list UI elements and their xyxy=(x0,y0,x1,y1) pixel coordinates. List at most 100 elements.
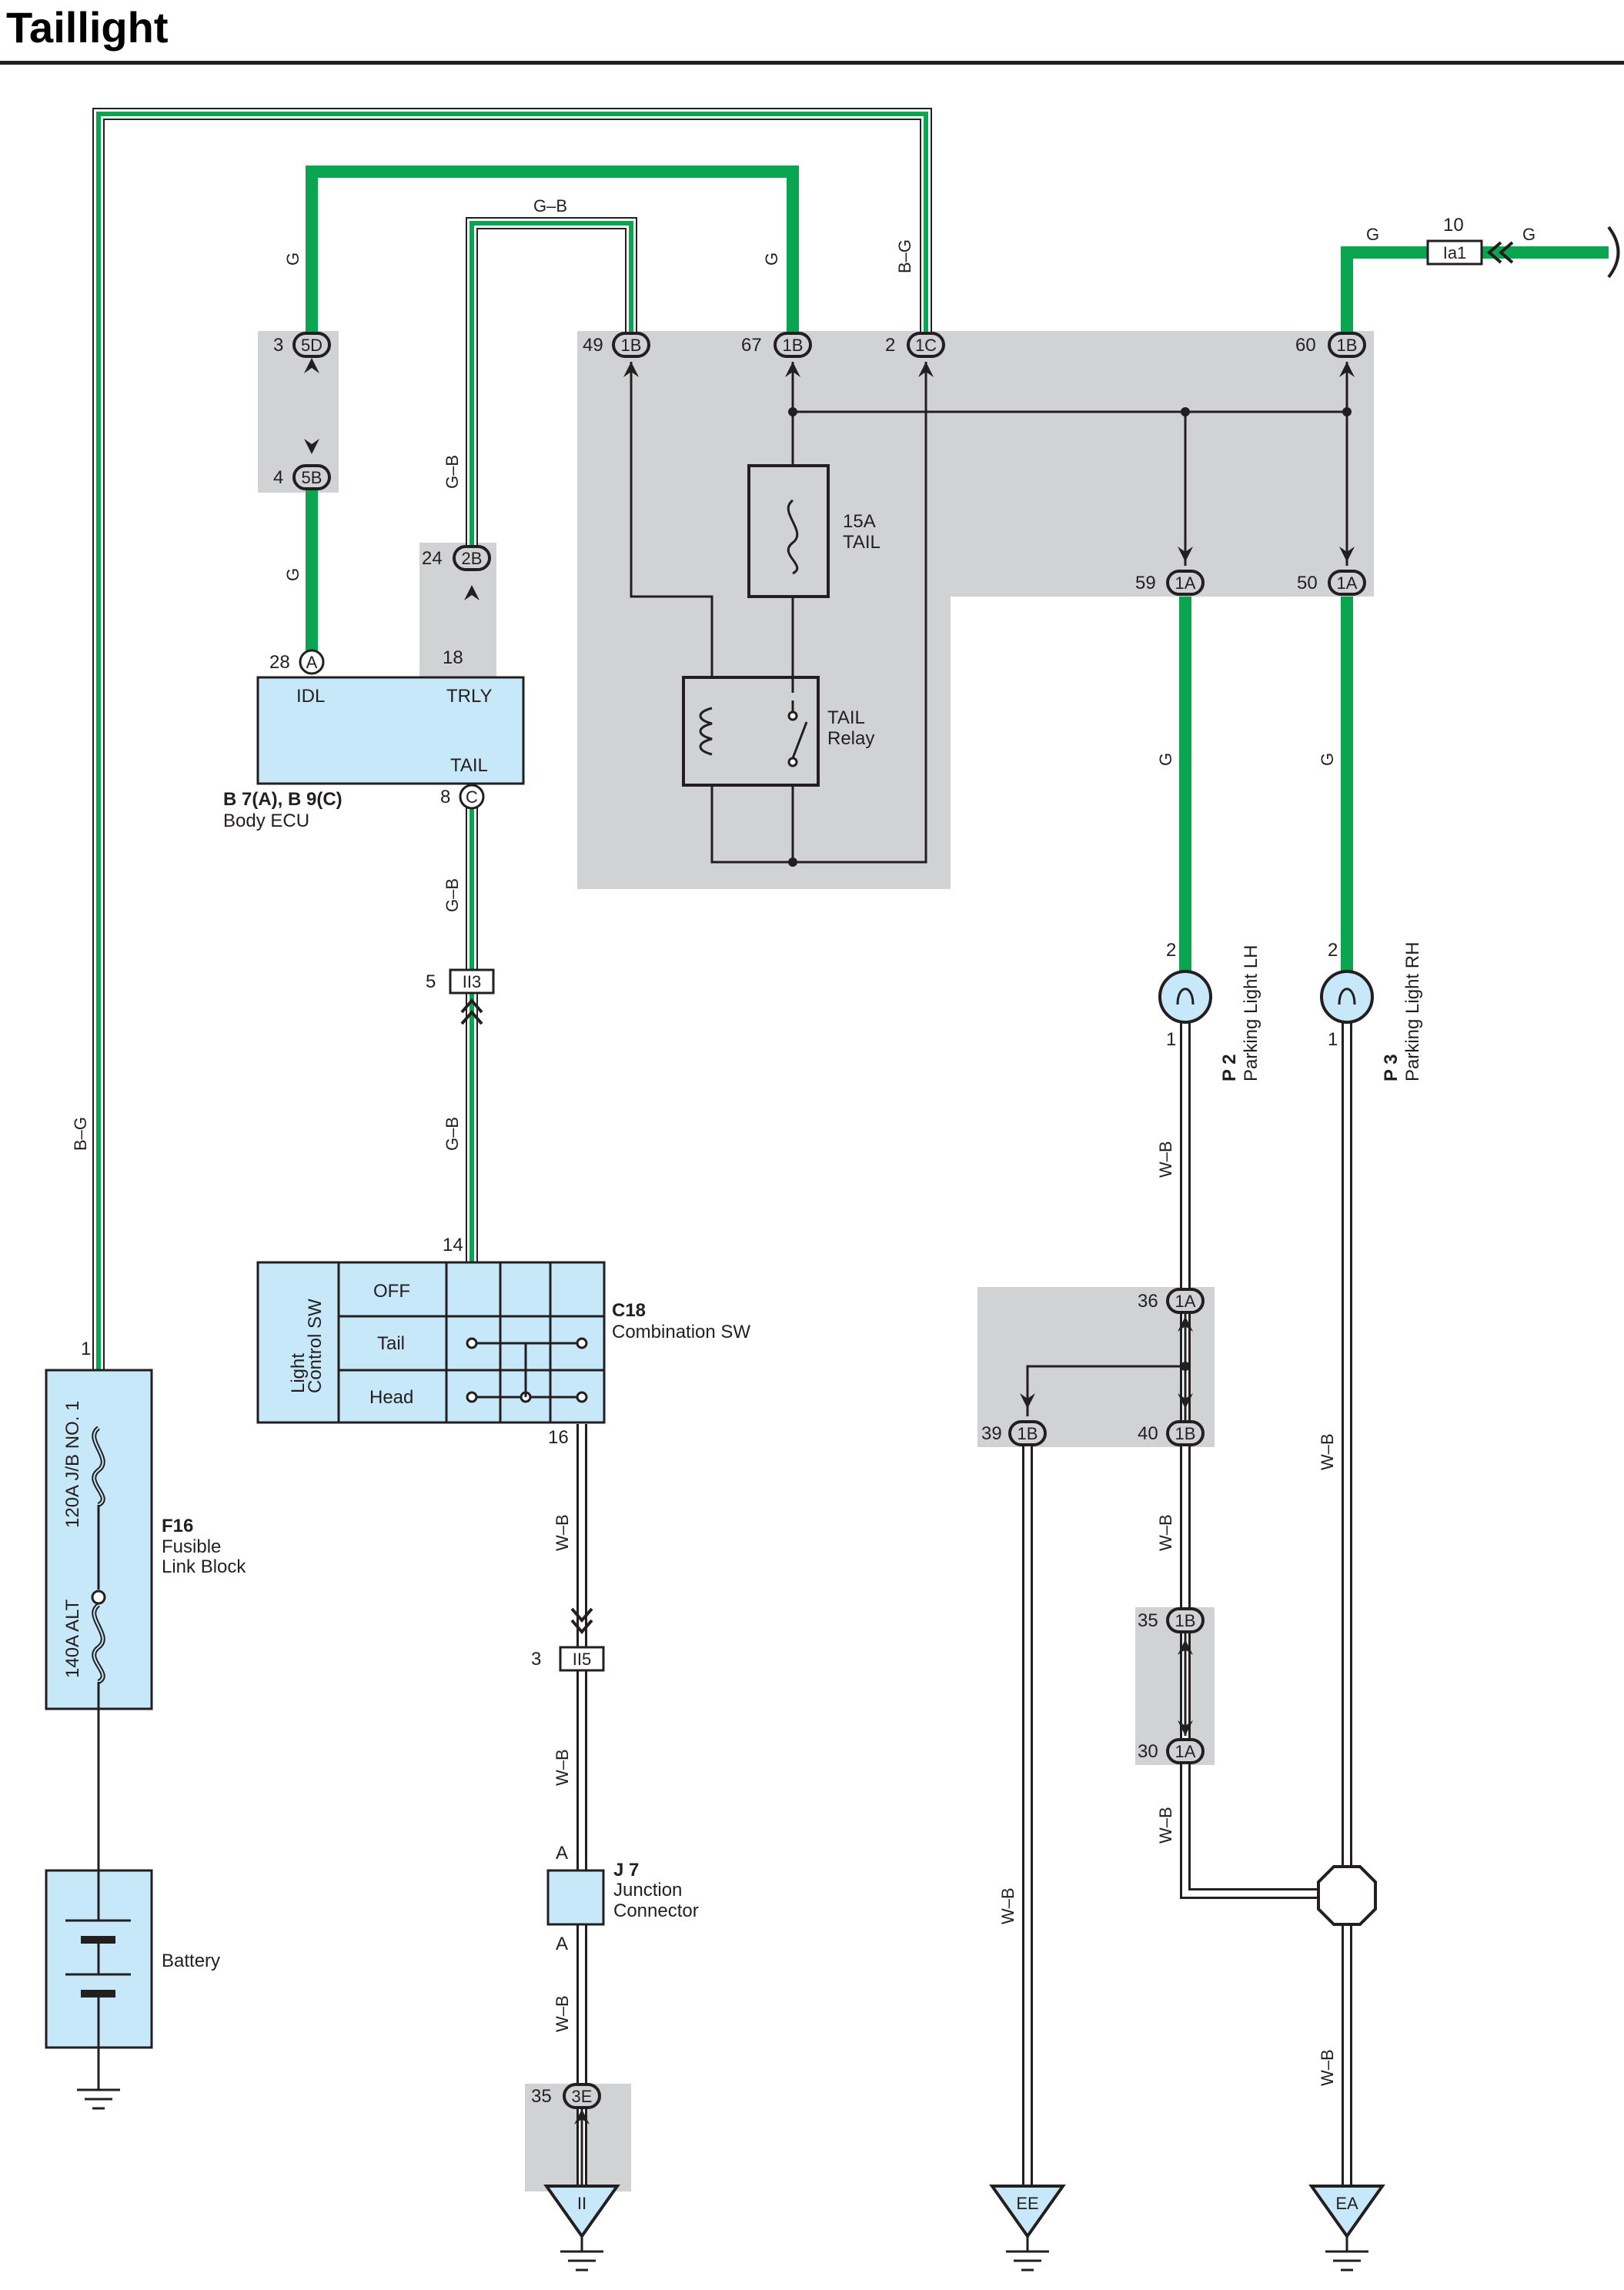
svg-text:W–B: W–B xyxy=(553,1514,572,1551)
svg-text:3E: 3E xyxy=(572,2087,593,2106)
svg-text:A: A xyxy=(556,1934,568,1954)
connector-1b-35: 1B xyxy=(1166,1607,1205,1633)
svg-text:F16: F16 xyxy=(162,1516,193,1536)
svg-text:II: II xyxy=(577,2194,586,2213)
wire-g-parking xyxy=(1179,597,1353,981)
ground-ii: II xyxy=(543,2185,620,2272)
body-ecu: IDL TRLY TAIL B 7(A), B 9(C) Body ECU xyxy=(223,676,525,831)
fuse-15a-tail: 15A TAIL xyxy=(747,464,881,598)
svg-text:G: G xyxy=(283,252,302,266)
svg-text:5B: 5B xyxy=(302,468,322,487)
connector-1a-36: 1A xyxy=(1166,1288,1205,1314)
svg-text:W–B: W–B xyxy=(1156,1141,1175,1178)
combination-switch: OFF Tail Head Light Control SW C18 Combi… xyxy=(256,1261,750,1424)
svg-text:1A: 1A xyxy=(1175,573,1196,593)
svg-text:1A: 1A xyxy=(1337,573,1358,593)
svg-text:18: 18 xyxy=(443,647,463,668)
svg-text:W–B: W–B xyxy=(1318,2049,1337,2086)
svg-text:OFF: OFF xyxy=(373,1281,410,1302)
svg-text:28: 28 xyxy=(269,652,290,673)
connector-ii3: II3 xyxy=(449,968,495,995)
connector-1b-60: 1B xyxy=(1328,332,1366,358)
svg-text:IDL: IDL xyxy=(296,686,325,707)
svg-text:8: 8 xyxy=(440,787,450,807)
svg-text:120A J/B NO. 1: 120A J/B NO. 1 xyxy=(62,1401,83,1528)
svg-text:B–G: B–G xyxy=(895,239,914,273)
svg-text:W–B: W–B xyxy=(553,1995,572,2032)
page-title: Taillight xyxy=(6,3,169,52)
svg-text:67: 67 xyxy=(741,335,762,356)
connector-1b-67: 1B xyxy=(774,332,812,358)
svg-text:30: 30 xyxy=(1138,1741,1158,1762)
connector-1a-59: 1A xyxy=(1166,570,1205,596)
svg-text:3: 3 xyxy=(273,335,283,356)
svg-text:A: A xyxy=(306,653,318,672)
svg-text:G–B: G–B xyxy=(443,455,462,489)
svg-text:1A: 1A xyxy=(1175,1742,1196,1761)
svg-text:14: 14 xyxy=(443,1235,463,1255)
svg-text:B 7(A), B 9(C): B 7(A), B 9(C) xyxy=(223,789,343,810)
arrowheads xyxy=(304,358,1355,2125)
svg-text:15A: 15A xyxy=(843,511,876,532)
svg-text:1B: 1B xyxy=(1175,1611,1196,1630)
svg-text:2B: 2B xyxy=(462,549,483,568)
svg-text:1: 1 xyxy=(81,1339,91,1359)
svg-text:1B: 1B xyxy=(1337,336,1358,355)
svg-text:J 7: J 7 xyxy=(613,1860,639,1880)
svg-text:1A: 1A xyxy=(1175,1292,1196,1311)
connector-ii5: II5 xyxy=(559,1646,605,1672)
svg-text:G–B: G–B xyxy=(533,196,567,216)
svg-text:TAIL: TAIL xyxy=(843,532,881,553)
svg-text:1B: 1B xyxy=(1175,1424,1196,1443)
connector-ovals: 5D 5B 2B 1B 1B 1C 1B 1A xyxy=(292,239,1483,2109)
svg-text:2: 2 xyxy=(1166,940,1176,961)
wire-labels: G G G B–G B–G G–B G–B G–B G–B G G G G W–… xyxy=(71,196,1535,2086)
svg-text:1B: 1B xyxy=(783,336,804,355)
svg-text:60: 60 xyxy=(1295,335,1316,356)
svg-text:C18: C18 xyxy=(612,1300,646,1321)
svg-text:1B: 1B xyxy=(621,336,642,355)
svg-text:40: 40 xyxy=(1138,1423,1158,1444)
svg-text:1: 1 xyxy=(1166,1029,1176,1050)
svg-text:G–B: G–B xyxy=(443,1117,462,1151)
svg-text:W–B: W–B xyxy=(998,1887,1018,1924)
svg-text:Light: Light xyxy=(288,1353,309,1393)
wire-bg-outer xyxy=(92,108,932,1370)
connector-1a-30: 1A xyxy=(1166,1738,1205,1764)
svg-text:G: G xyxy=(762,252,781,266)
svg-text:W–B: W–B xyxy=(1156,1807,1175,1844)
connector-ecu-c: C xyxy=(459,784,485,810)
svg-text:Connector: Connector xyxy=(613,1901,699,1921)
ground-battery xyxy=(77,2048,120,2110)
svg-text:C: C xyxy=(466,787,478,807)
svg-text:II5: II5 xyxy=(573,1650,591,1669)
ground-ee: EE xyxy=(989,2185,1066,2272)
svg-text:G–B: G–B xyxy=(443,878,462,912)
svg-text:Combination SW: Combination SW xyxy=(612,1322,750,1342)
svg-text:4: 4 xyxy=(273,467,283,488)
connector-1b-40: 1B xyxy=(1166,1420,1205,1446)
svg-text:Battery: Battery xyxy=(162,1951,220,1971)
connector-2b: 2B xyxy=(453,545,491,571)
connector-1b-49: 1B xyxy=(612,332,650,358)
svg-text:Link Block: Link Block xyxy=(162,1556,246,1577)
svg-text:G: G xyxy=(1318,753,1337,766)
svg-text:Fusible: Fusible xyxy=(162,1536,221,1557)
svg-text:24: 24 xyxy=(422,548,443,569)
junction-dots xyxy=(788,407,1352,1371)
svg-text:W–B: W–B xyxy=(553,1749,572,1786)
svg-text:TAIL: TAIL xyxy=(827,707,865,728)
connector-1b-39: 1B xyxy=(1008,1420,1047,1446)
wire-g-top xyxy=(306,165,799,346)
svg-text:II3: II3 xyxy=(463,972,481,991)
svg-text:49: 49 xyxy=(583,335,603,356)
svg-text:EA: EA xyxy=(1335,2194,1358,2213)
svg-text:Head: Head xyxy=(369,1387,413,1408)
svg-text:W–B: W–B xyxy=(1318,1433,1337,1470)
connector-1a-50: 1A xyxy=(1328,570,1366,596)
connector-3e: 3E xyxy=(563,2083,601,2109)
svg-text:P 2: P 2 xyxy=(1219,1054,1240,1081)
battery: Battery xyxy=(45,1869,220,2049)
svg-text:G: G xyxy=(1366,225,1379,244)
parking-light-lh: P 2 Parking Light LH xyxy=(1158,945,1261,1081)
